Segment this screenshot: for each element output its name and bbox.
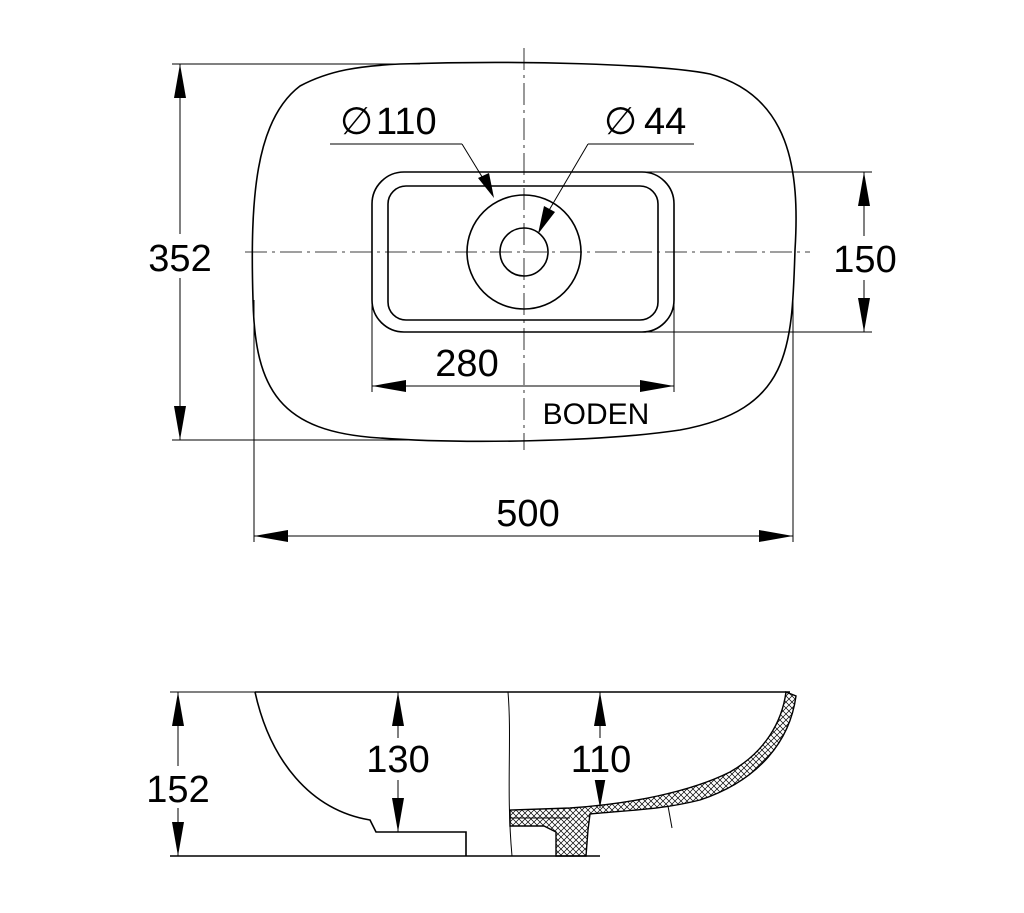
basin-outline <box>251 61 797 443</box>
drain-detail-line-2 <box>667 805 673 829</box>
dim-130-arrow-bottom <box>392 798 404 832</box>
dim-150-arrow-top <box>858 172 870 206</box>
dim-110-arrow <box>478 173 494 198</box>
left-profile <box>254 691 467 856</box>
bowl-inner-edge <box>387 185 659 321</box>
top-view: 352 500 150 280 BODEN ∅ 110 ∅ <box>140 48 904 542</box>
dim-110-leader-diagonal <box>461 143 485 181</box>
dim-280-arrow-right <box>640 380 674 392</box>
dim-352-arrow-top <box>174 64 186 98</box>
dim-44-label: 44 <box>644 101 686 143</box>
dim-352-label: 352 <box>148 238 211 280</box>
dim-110-label: 110 <box>376 101 437 143</box>
dim-150-label: 150 <box>833 239 896 281</box>
dim-152-label: 152 <box>146 769 209 811</box>
dim-152-arrow-top <box>172 692 184 726</box>
diameter-symbol-44: ∅ <box>604 101 637 143</box>
dim-44-arrow <box>538 206 555 234</box>
section-break-line <box>507 691 513 857</box>
dim-280-label: 280 <box>435 343 498 385</box>
boden-label: BODEN <box>543 398 650 431</box>
dim-110-side-label: 110 <box>571 739 632 781</box>
dim-280-arrow-left <box>372 380 406 392</box>
diameter-symbol-110: ∅ <box>340 101 373 143</box>
dim-130-label: 130 <box>366 739 429 781</box>
dim-152-arrow-bottom <box>172 822 184 856</box>
dim-110-side-arrow-bottom <box>594 776 606 808</box>
dim-150-arrow-bottom <box>858 298 870 332</box>
bowl-outer-edge <box>371 171 675 333</box>
dim-500-arrow-left <box>254 530 288 542</box>
section-wall <box>509 691 797 857</box>
side-view: 152 130 110 <box>140 691 797 857</box>
dim-352-arrow-bottom <box>174 406 186 440</box>
dim-44-leader-diagonal <box>547 143 589 213</box>
dim-500-label: 500 <box>496 493 559 535</box>
dim-500-arrow-right <box>759 530 793 542</box>
dim-130-arrow-top <box>392 692 404 726</box>
dim-110-side-arrow-top <box>594 692 606 726</box>
